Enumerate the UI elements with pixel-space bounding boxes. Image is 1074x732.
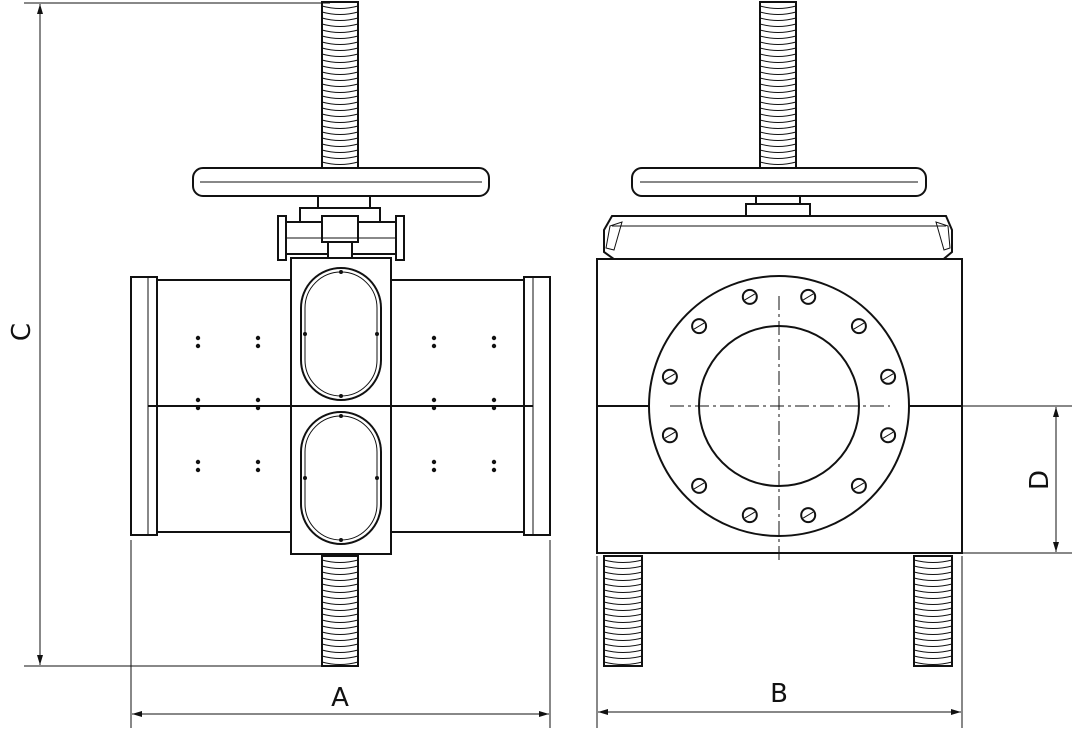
- dimension-label-a: A: [331, 683, 349, 713]
- lower-spindle-right-b: [913, 555, 953, 667]
- thread-pattern: [321, 5, 359, 165]
- upper-spindle-right: [759, 1, 797, 171]
- lower-spindle-left: [321, 555, 359, 667]
- gate-housing: [290, 257, 392, 555]
- left-pipe: [130, 276, 292, 536]
- thread-pattern: [759, 5, 797, 165]
- upper-spindle-left: [321, 1, 359, 171]
- right-pipe: [390, 276, 551, 536]
- dimension-label-c: C: [7, 323, 37, 341]
- dimension-lines: [24, 2, 1072, 728]
- yoke-bracket: [277, 215, 405, 261]
- top-cover: [603, 215, 953, 263]
- thread-pattern: [603, 559, 643, 665]
- thread-pattern: [321, 559, 359, 665]
- lower-spindle-right-a: [603, 555, 643, 667]
- flange-bolts: [661, 288, 897, 524]
- front-view: [596, 1, 963, 667]
- dimension-label-d: D: [1025, 470, 1055, 490]
- bolt-dots: [195, 335, 497, 473]
- dimension-label-b: B: [770, 679, 788, 709]
- side-view: [130, 1, 551, 667]
- thread-pattern: [913, 559, 953, 665]
